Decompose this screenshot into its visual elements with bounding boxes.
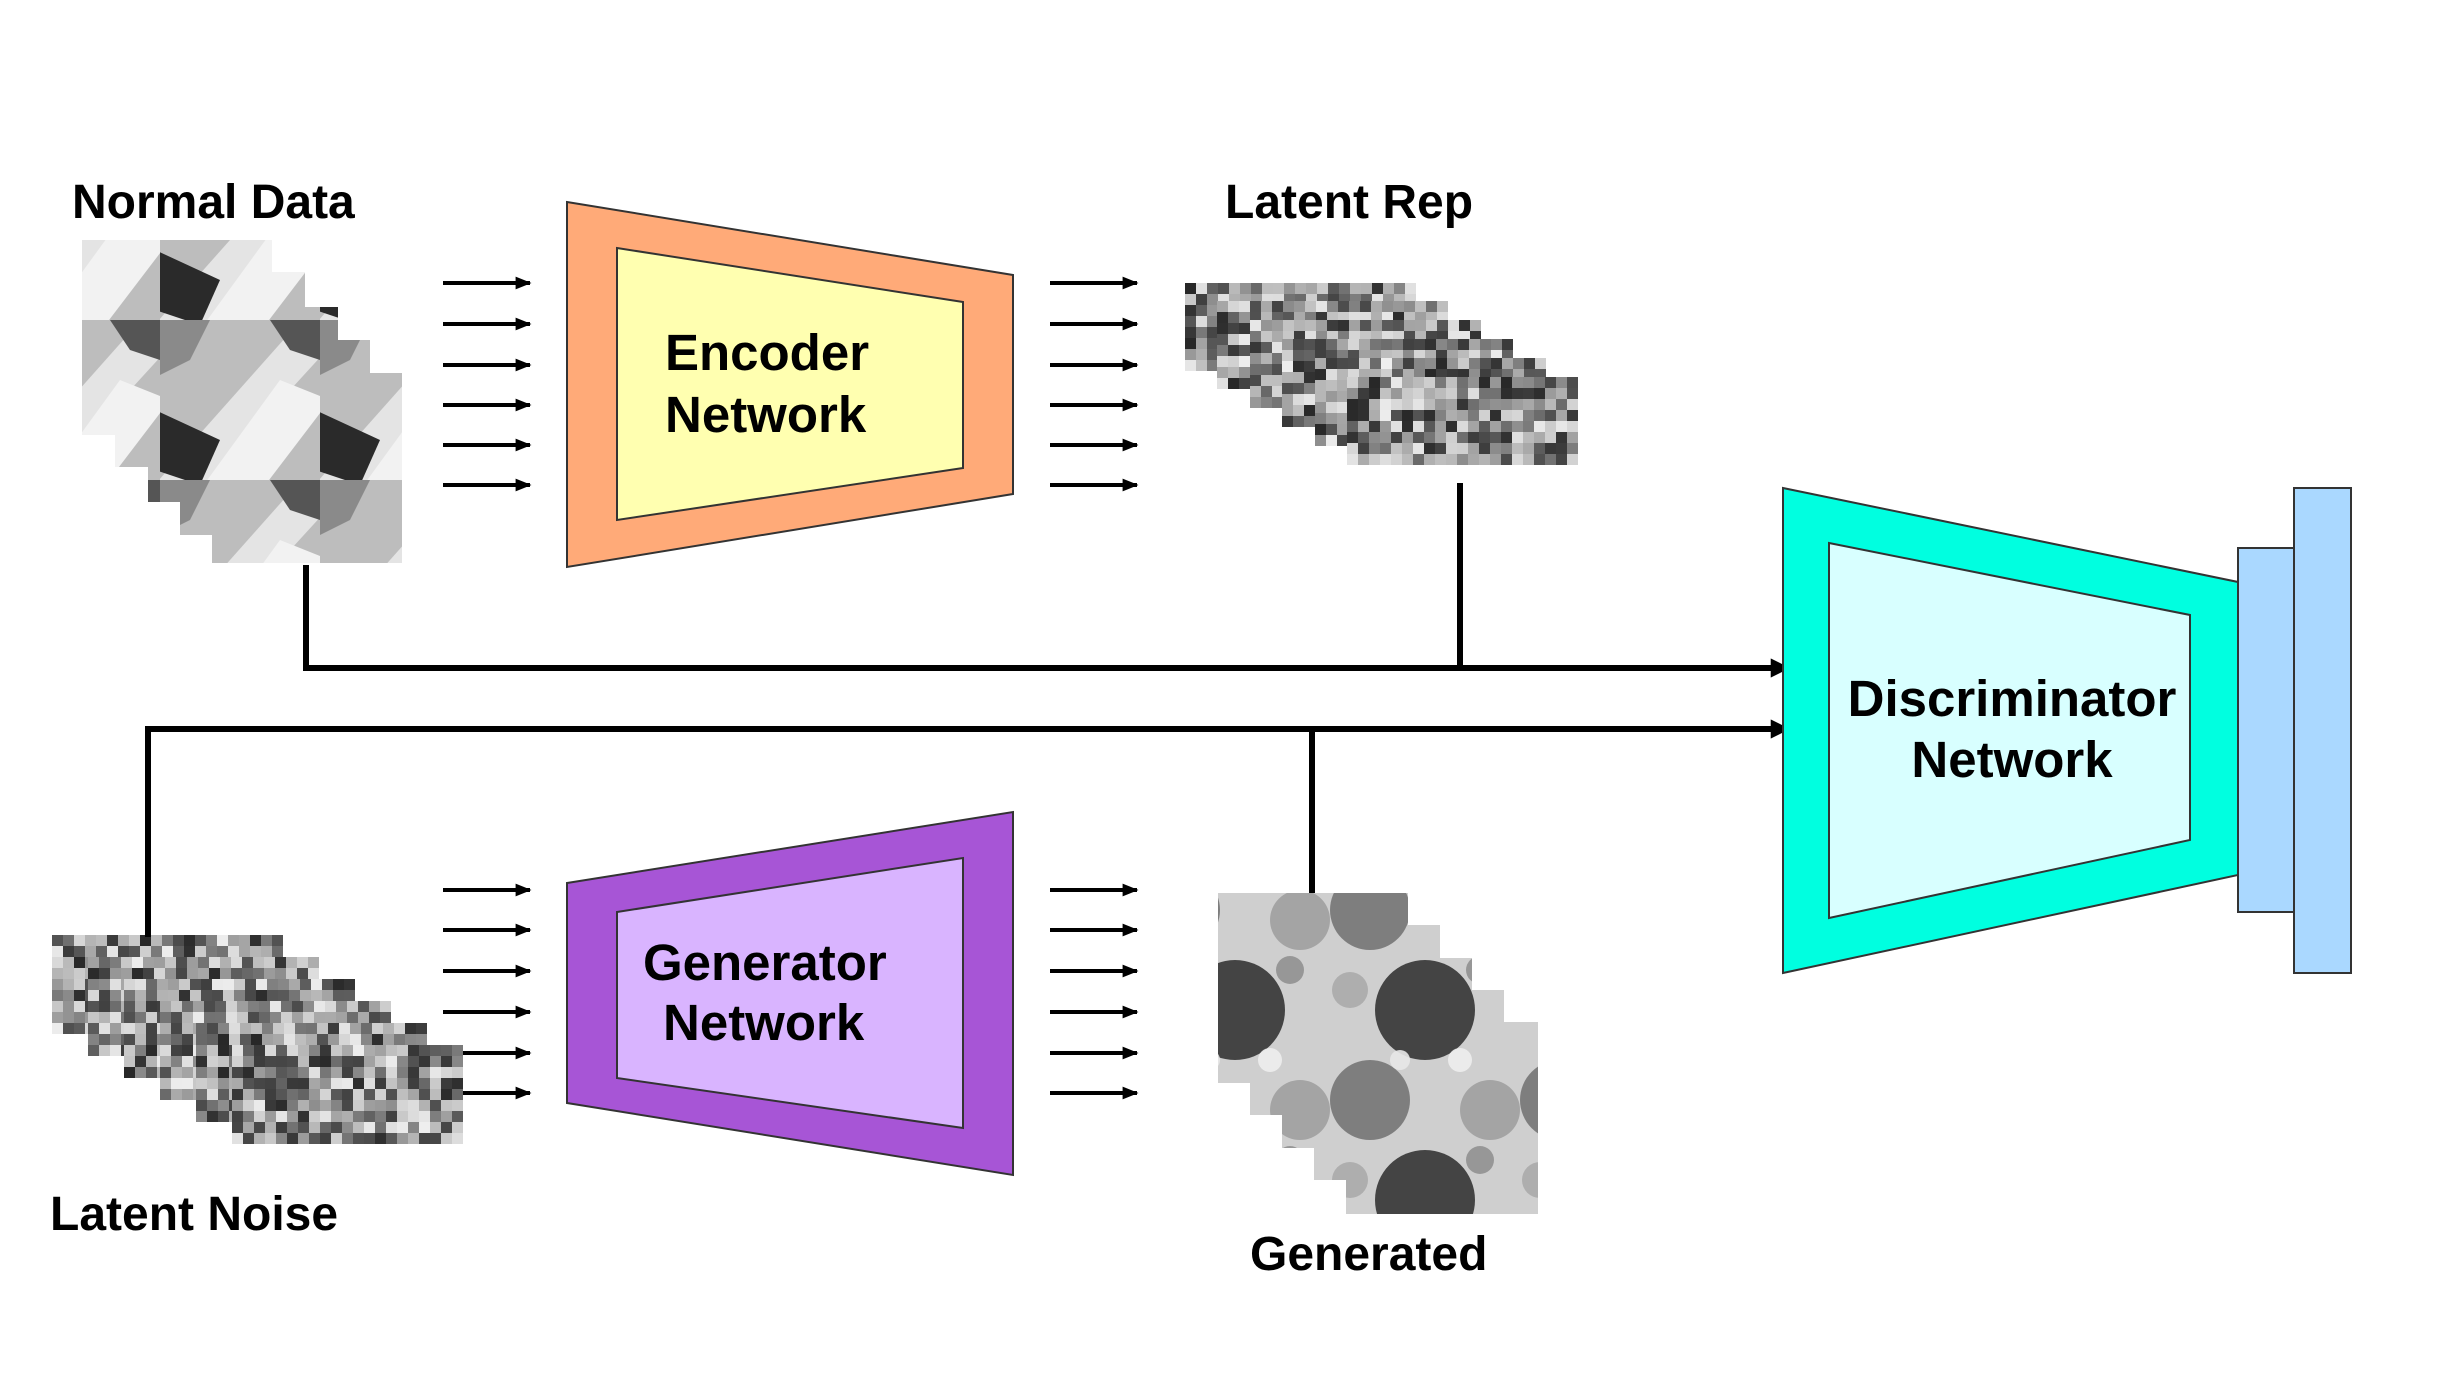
encoder-input-arrows	[443, 276, 532, 492]
encoder-title-line1: Encoder	[665, 324, 869, 381]
generator-title-line2: Network	[663, 994, 865, 1051]
encoder-output-arrows	[1050, 276, 1139, 492]
discriminator-title-line2: Network	[1911, 731, 2113, 788]
discriminator-network-block: Discriminator Network	[1782, 486, 2352, 975]
normal-data-image-stack	[82, 240, 402, 563]
generator-output-arrows	[1050, 883, 1139, 1100]
generator-title-line1: Generator	[643, 934, 887, 991]
encoder-title-line2: Network	[665, 386, 867, 443]
generated-label: Generated	[1250, 1228, 1487, 1281]
discriminator-output-block-2	[2293, 487, 2352, 974]
latent-noise-label: Latent Noise	[50, 1188, 338, 1241]
generated-image	[1346, 1022, 1538, 1214]
normal-data-to-discriminator-line	[303, 565, 1790, 678]
generator-network-block: Generator Network	[566, 810, 1014, 1177]
normal-data-label: Normal Data	[72, 176, 355, 229]
connector-lines	[145, 483, 1790, 937]
latent-rep-noise-stack	[1185, 283, 1578, 465]
latent-rep-label: Latent Rep	[1225, 176, 1473, 229]
noise-strip	[232, 1045, 463, 1144]
latent-noise-stack	[52, 935, 463, 1144]
discriminator-inner-trapezoid	[1828, 541, 2191, 920]
generator-inner-trapezoid	[616, 856, 964, 1130]
normal-data-image	[212, 373, 402, 563]
discriminator-output-block-1	[2237, 547, 2295, 913]
encoder-network-block: Encoder Network	[566, 200, 1014, 569]
encoder-inner-trapezoid	[616, 246, 964, 522]
generated-image-stack	[1218, 893, 1538, 1214]
latent-noise-to-discriminator-line	[145, 719, 1790, 937]
noise-strip	[1347, 377, 1578, 465]
discriminator-title-line1: Discriminator	[1848, 670, 2177, 727]
